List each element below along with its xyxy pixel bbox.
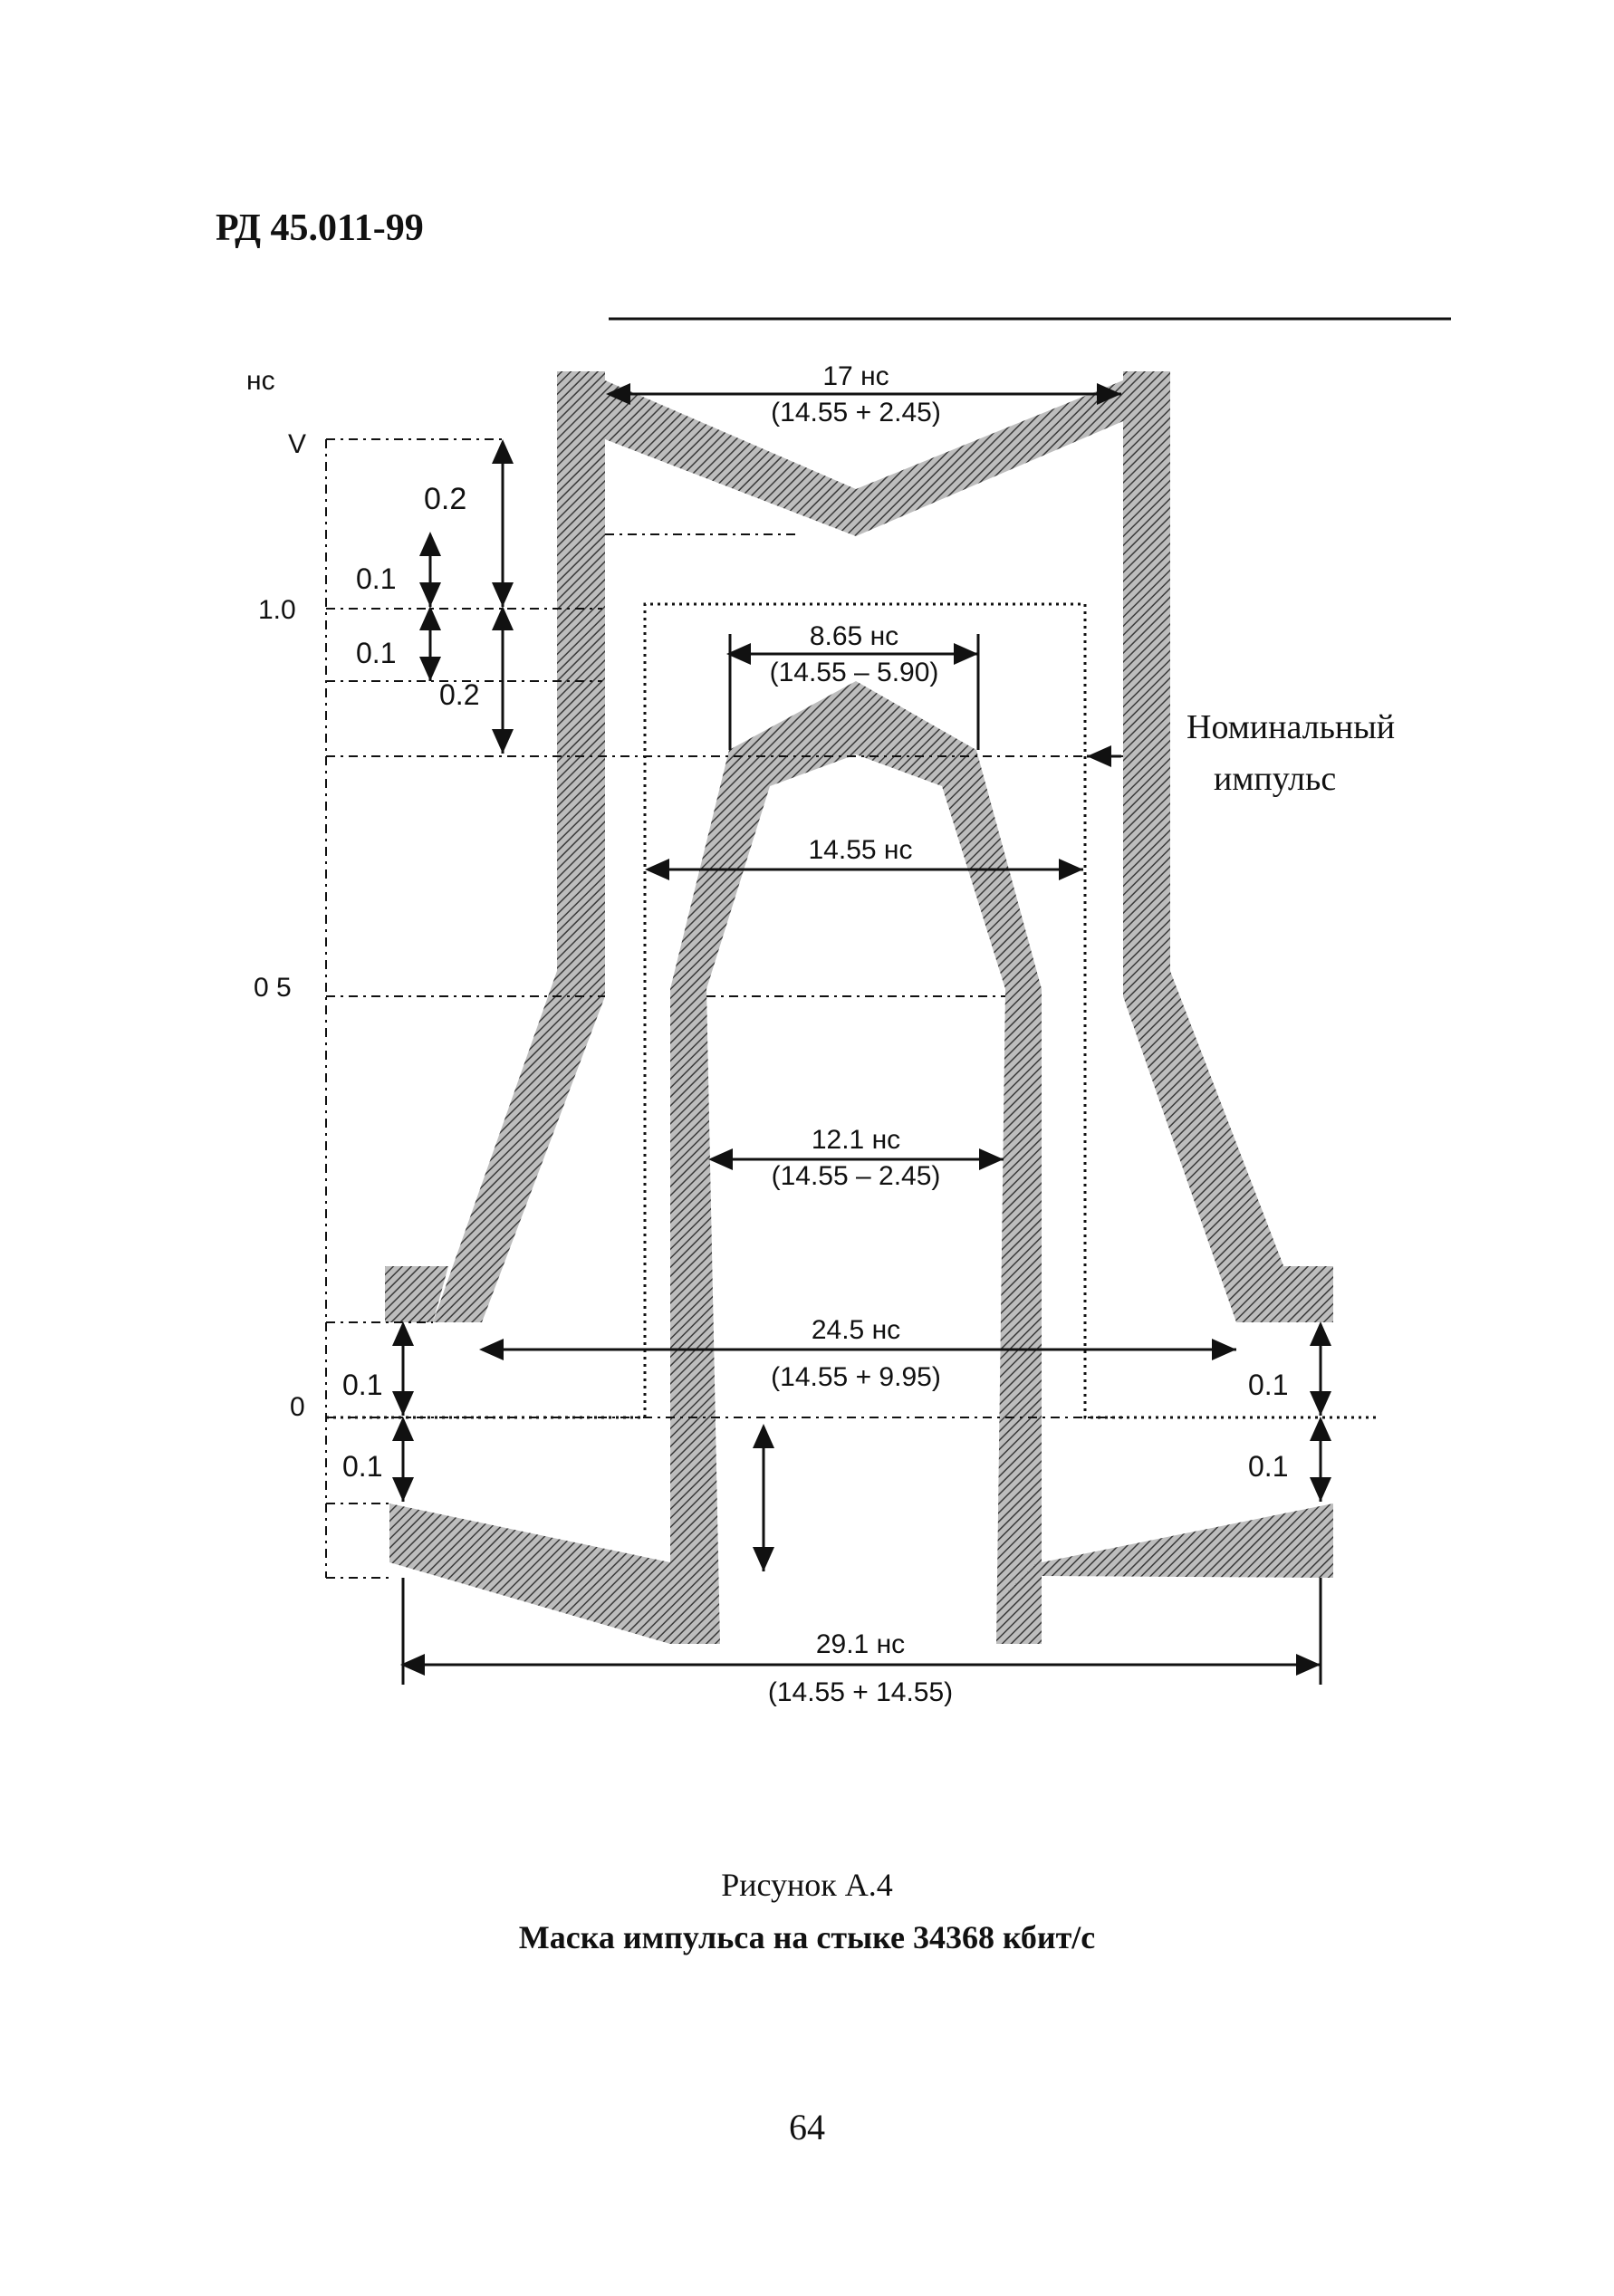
tick-label-1-0: 1.0	[258, 595, 296, 625]
tolerance-arrows-top	[419, 439, 514, 754]
dimension-arrows	[400, 383, 1322, 1685]
nominal-pulse-annotation-line1: Номинальный	[1186, 708, 1395, 746]
dim-24-5-formula: (14.55 + 9.95)	[771, 1362, 941, 1392]
dim-14-55-label: 14.55 нс	[809, 835, 913, 865]
dim-8-65-formula: (14.55 – 5.90)	[770, 658, 939, 687]
tolerance-0-2-bottom: 0.2	[439, 678, 479, 711]
tolerance-0-2-top: 0.2	[424, 482, 466, 516]
tolerance-0-1-upper: 0.1	[356, 562, 396, 595]
dim-29-1-label: 29.1 нс	[816, 1629, 905, 1659]
tolerance-bottom-right-0-1-upper: 0.1	[1248, 1369, 1288, 1401]
dim-17-formula: (14.55 + 2.45)	[771, 398, 941, 427]
tick-label-0-5: 0 5	[254, 973, 292, 1003]
axis-y-unit: V	[288, 429, 306, 459]
axis-unit-label: нс	[246, 366, 275, 396]
reference-lines	[325, 438, 1123, 1579]
page-number: 64	[789, 2107, 825, 2147]
dim-17-label: 17 нс	[822, 361, 889, 391]
inner-mask-band	[389, 681, 1333, 1644]
dim-29-1-formula: (14.55 + 14.55)	[768, 1677, 953, 1707]
tolerance-arrows-bottom-left	[392, 1321, 774, 1571]
dim-8-65-label: 8.65 нс	[810, 621, 898, 651]
tolerance-0-1-lower: 0.1	[356, 637, 396, 669]
dim-12-1-formula: (14.55 – 2.45)	[772, 1161, 941, 1191]
document-id: РД 45.011-99	[216, 207, 424, 249]
nominal-pulse-annotation-line2: импульс	[1214, 760, 1336, 798]
tolerance-bottom-left-0-1-lower: 0.1	[342, 1450, 382, 1483]
figure-title: Маска импульса на стыке 34368 кбит/с	[518, 1919, 1096, 1955]
tick-label-0: 0	[290, 1392, 305, 1422]
tolerance-bottom-left-0-1-upper: 0.1	[342, 1369, 382, 1401]
tolerance-bottom-right-0-1-lower: 0.1	[1248, 1450, 1288, 1483]
figure-label: Рисунок А.4	[721, 1867, 893, 1903]
dim-12-1-label: 12.1 нс	[812, 1125, 900, 1155]
dim-24-5-label: 24.5 нс	[812, 1315, 900, 1345]
